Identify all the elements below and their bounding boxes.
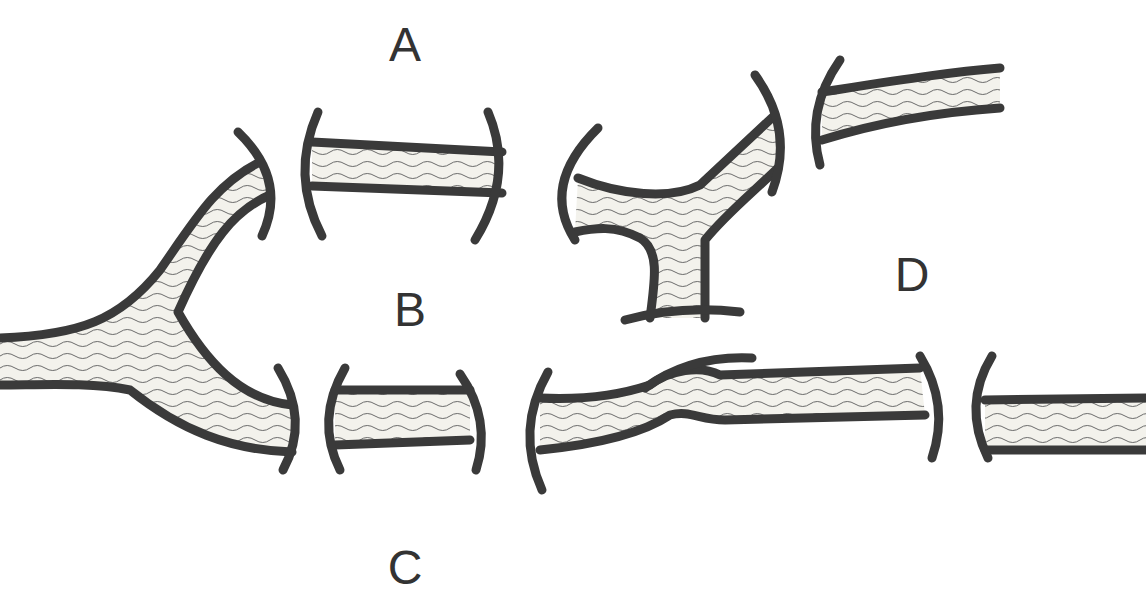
region-label: D	[895, 251, 930, 299]
bridge-arc	[238, 60, 992, 490]
region-label: A	[389, 21, 421, 69]
region-label: C	[388, 544, 423, 592]
region-label: B	[394, 286, 426, 334]
